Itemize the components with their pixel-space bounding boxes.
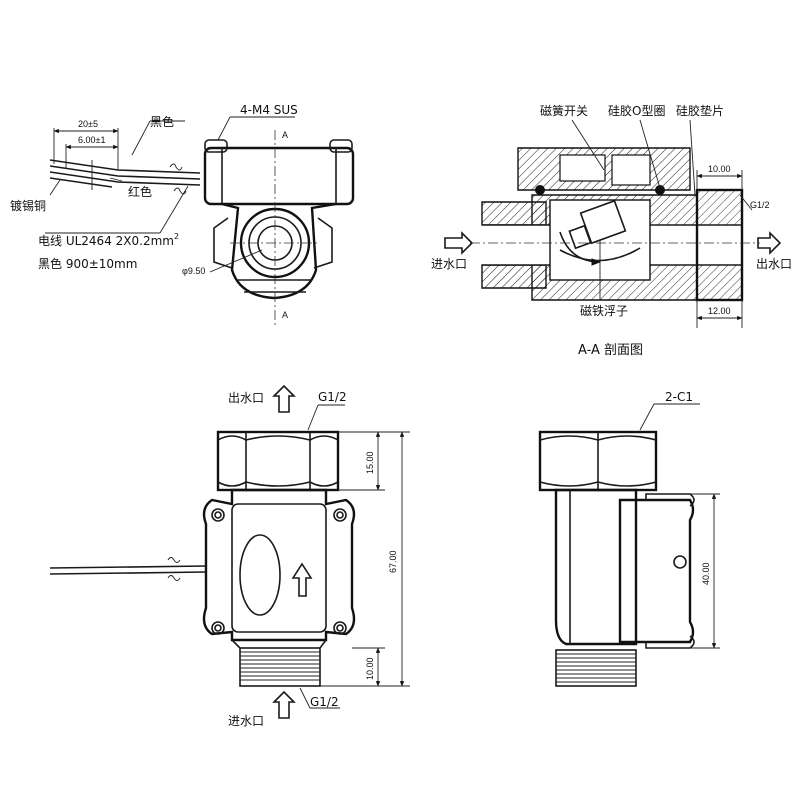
thread-top: G1/2 (318, 390, 347, 404)
label-inlet-section: 进水口 (431, 257, 467, 271)
wire-dimensions (53, 128, 119, 170)
label-red: 红色 (128, 184, 152, 199)
side-view-right: 2-C1 40.00 (538, 390, 720, 687)
thread-section: G1/2 (750, 200, 770, 210)
label-outlet-side: 出水口 (228, 391, 264, 405)
label-tin-copper: 镀锡铜 (10, 198, 46, 213)
sensor-body-front (203, 139, 355, 300)
label-outlet-section: 出水口 (756, 257, 792, 271)
wire-spec: 电线 UL2464 2X0.2mm2 (38, 232, 179, 248)
magnetic-float (559, 199, 641, 266)
dim-6: 6.00±1 (78, 135, 105, 145)
dim-bore: φ9.50 (182, 266, 205, 276)
dim-10-section: 10.00 (708, 164, 731, 174)
dim-20: 20±5 (78, 119, 98, 129)
label-inlet-side: 进水口 (228, 714, 264, 728)
dim-12-section: 12.00 (708, 306, 731, 316)
wire-length: 黑色 900±10mm (38, 257, 137, 271)
section-mark-bottom: A (282, 310, 288, 320)
dim-10-side: 10.00 (365, 657, 375, 680)
chamfer-label: 2-C1 (665, 390, 693, 404)
label-o-ring: 硅胶O型圈 (608, 103, 665, 118)
label-gasket: 硅胶垫片 (676, 103, 724, 118)
section-view: 进水口 出水口 磁簧开关 硅胶O型圈 硅胶垫片 磁铁浮子 G1/2 10.00 … (431, 103, 792, 358)
label-screws: 4-M4 SUS (240, 103, 298, 117)
label-reed-switch: 磁簧开关 (540, 103, 588, 118)
label-float: 磁铁浮子 (580, 303, 628, 318)
label-black: 黑色 (150, 115, 174, 129)
side-view-left: 出水口 G1/2 进水口 G1/2 15.00 67.00 10.00 (49, 384, 410, 728)
wire-leads (49, 159, 201, 195)
thread-bottom: G1/2 (310, 695, 339, 709)
dim-67: 67.00 (388, 550, 398, 573)
section-mark-top: A (282, 130, 288, 140)
front-view: 20±5 6.00±1 黑色 红色 镀锡铜 电线 UL2464 2X0.2mm2… (10, 103, 355, 325)
section-caption: A-A 剖面图 (578, 343, 643, 358)
dim-15: 15.00 (365, 451, 375, 474)
dim-40: 40.00 (701, 562, 711, 585)
